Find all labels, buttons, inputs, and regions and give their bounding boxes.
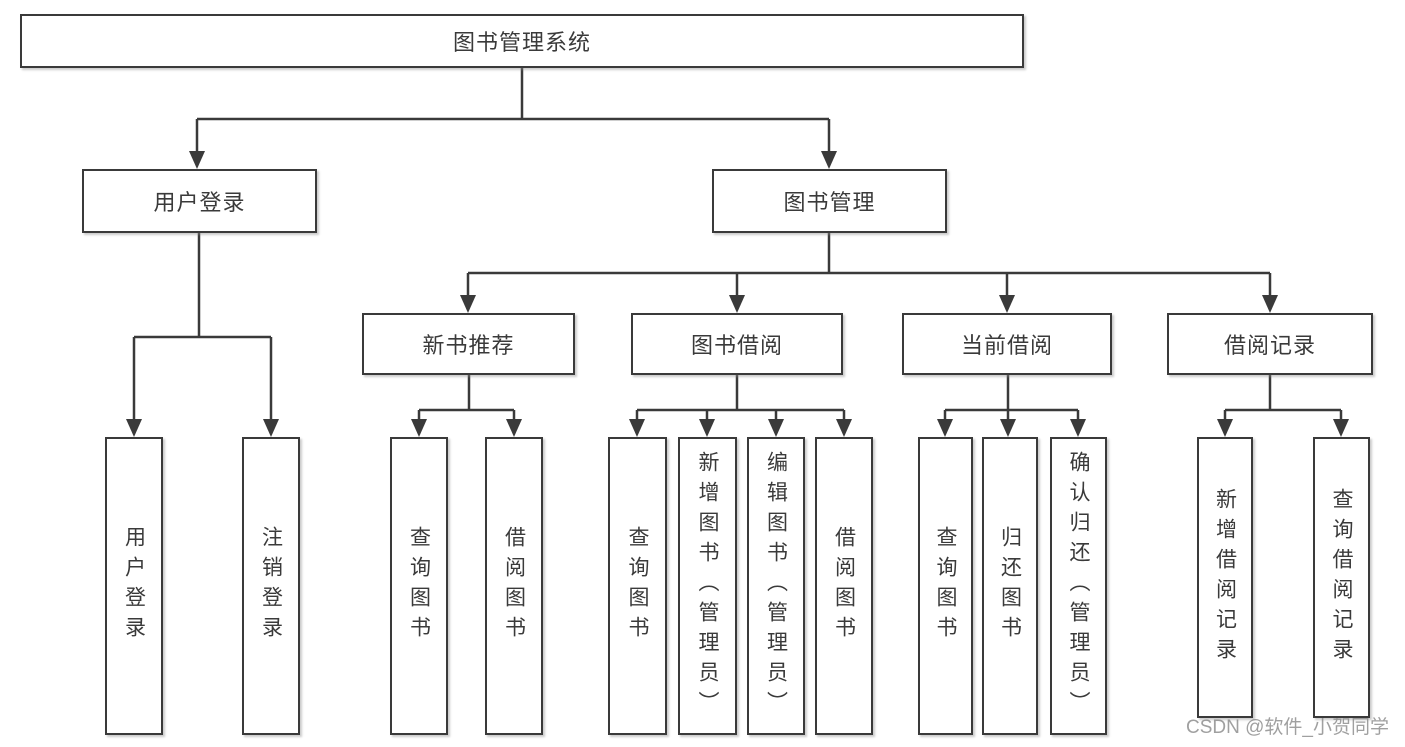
leaf-borrowing-add-book-admin: 新增图书（管理员）	[678, 437, 737, 735]
leaf-borrowing-edit-book-admin: 编辑图书（管理员）	[747, 437, 805, 735]
node-label: 当前借阅	[960, 333, 1053, 358]
leaf-label: 编辑图书（管理员）	[764, 451, 788, 721]
leaf-user-login: 用户登录	[105, 437, 163, 735]
node-borrowing-records: 借阅记录	[1167, 313, 1373, 375]
leaf-borrowing-borrow-book: 借阅图书	[815, 437, 873, 735]
leaf-current-query-book: 查询图书	[918, 437, 973, 735]
leaf-label: 用户登录	[122, 526, 146, 646]
leaf-label: 查询图书	[934, 526, 957, 646]
node-label: 图书管理	[783, 190, 876, 215]
leaf-records-query-borrow-record: 查询借阅记录	[1313, 437, 1370, 718]
node-label: 图书管理系统	[452, 30, 591, 55]
csdn-watermark: CSDN @软件_小贺同学	[1186, 717, 1389, 738]
leaf-current-confirm-return-admin: 确认归还（管理员）	[1050, 437, 1107, 735]
leaf-logout-login: 注销登录	[242, 437, 300, 735]
node-current-borrowing: 当前借阅	[902, 313, 1112, 375]
node-label: 新书推荐	[422, 333, 515, 358]
node-book-management: 图书管理	[712, 169, 947, 233]
node-label: 用户登录	[153, 190, 246, 215]
leaf-label: 查询借阅记录	[1330, 487, 1353, 668]
leaf-label: 归还图书	[998, 526, 1022, 646]
node-new-book-recommendation: 新书推荐	[362, 313, 575, 375]
leaf-label: 借阅图书	[502, 526, 526, 646]
leaf-label: 确认归还（管理员）	[1067, 451, 1090, 721]
leaf-label: 新增图书（管理员）	[696, 451, 719, 721]
leaf-label: 借阅图书	[832, 526, 856, 646]
node-label: 图书借阅	[690, 333, 783, 358]
node-root-library-management-system: 图书管理系统	[20, 14, 1024, 68]
leaf-label: 查询图书	[626, 526, 649, 646]
leaf-borrowing-query-book: 查询图书	[608, 437, 667, 735]
node-user-login: 用户登录	[82, 169, 317, 233]
leaf-recommend-query-book: 查询图书	[390, 437, 448, 735]
leaf-records-add-borrow-record: 新增借阅记录	[1197, 437, 1253, 718]
leaf-current-return-book: 归还图书	[982, 437, 1038, 735]
node-book-borrowing: 图书借阅	[631, 313, 843, 375]
leaf-recommend-borrow-book: 借阅图书	[485, 437, 543, 735]
leaf-label: 查询图书	[407, 526, 431, 646]
node-label: 借阅记录	[1223, 333, 1316, 358]
leaf-label: 注销登录	[259, 526, 283, 646]
leaf-label: 新增借阅记录	[1213, 487, 1237, 668]
